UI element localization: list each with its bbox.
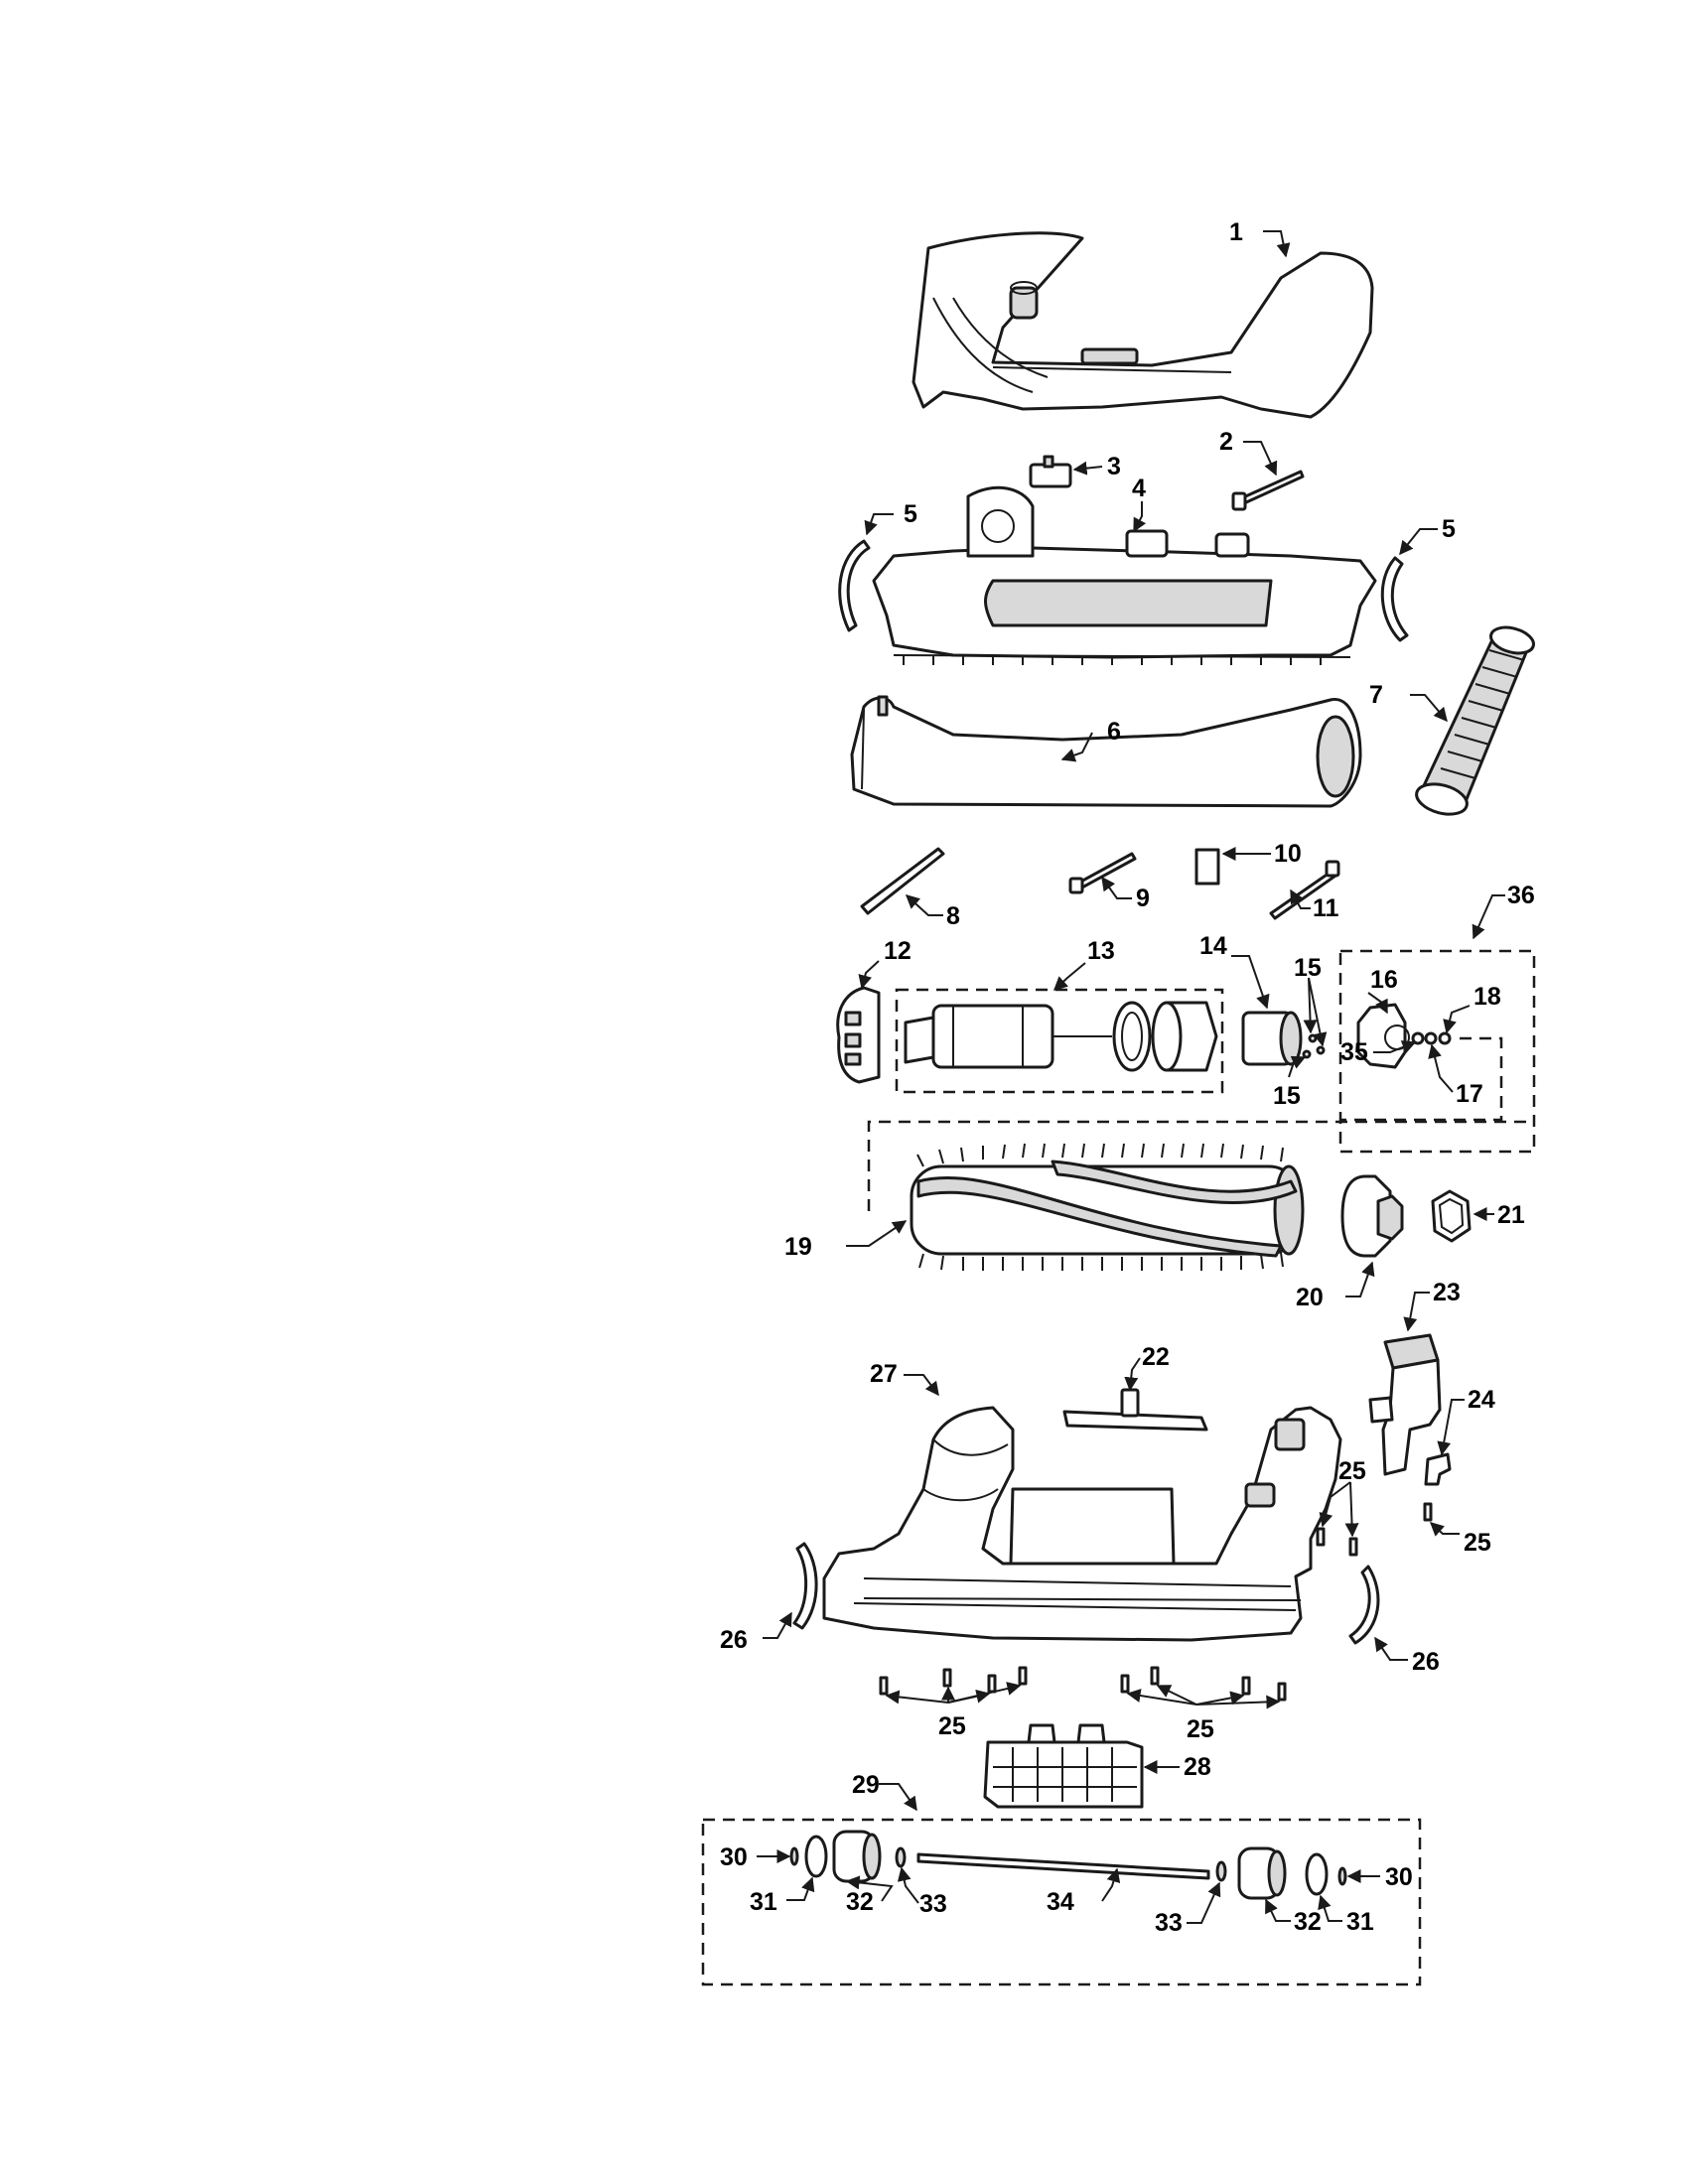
callout-28: 28 (1184, 1753, 1211, 1781)
part-3-switch (1029, 455, 1072, 488)
part-32-left-wheel (832, 1830, 882, 1883)
callout-22: 22 (1142, 1343, 1170, 1371)
callout-19: 19 (784, 1233, 812, 1261)
part-17-washer (1424, 1031, 1438, 1045)
part-5-left-clip (838, 539, 871, 632)
part-1-hood-cover (912, 231, 1374, 419)
part-22-bracket (1062, 1388, 1208, 1432)
part-19-brushroll (910, 1143, 1305, 1271)
callout-1: 1 (1229, 218, 1243, 246)
callout-13: 13 (1087, 937, 1115, 965)
callout-32-left: 32 (846, 1888, 874, 1916)
callout-11: 11 (1313, 894, 1339, 922)
callout-32-right: 32 (1294, 1908, 1322, 1936)
callout-24: 24 (1468, 1386, 1495, 1414)
part-7-hose (1415, 625, 1535, 816)
callout-25-right: 25 (1187, 1715, 1214, 1743)
callout-labels: 1 2 3 4 5 5 6 7 8 9 10 11 12 13 14 15 15… (720, 218, 1535, 1937)
callout-25-side: 25 (1338, 1457, 1366, 1485)
callout-2: 2 (1219, 428, 1233, 456)
part-21-hex-nut (1431, 1189, 1472, 1243)
part-13-motor (904, 1001, 1218, 1072)
callout-29: 29 (852, 1771, 880, 1799)
callout-5-right: 5 (1442, 515, 1456, 543)
part-23-pedal (1368, 1333, 1442, 1476)
part-31-right-washer (1305, 1852, 1329, 1896)
part-31-left-washer (804, 1835, 828, 1878)
part-30-left-ring (789, 1846, 799, 1866)
part-10-label (1194, 848, 1220, 886)
callout-25-pedal: 25 (1464, 1529, 1491, 1557)
callout-21: 21 (1497, 1201, 1525, 1229)
callout-15-bottom: 15 (1273, 1082, 1301, 1110)
callout-6: 6 (1107, 718, 1121, 746)
callout-16: 16 (1370, 966, 1398, 994)
callout-20: 20 (1296, 1284, 1324, 1311)
callout-30-left: 30 (720, 1843, 748, 1871)
callout-36: 36 (1507, 882, 1535, 909)
part-32-right-wheel (1237, 1846, 1287, 1900)
callout-33-left: 33 (919, 1890, 947, 1918)
callout-5-left: 5 (904, 500, 917, 528)
part-33-right-clip (1215, 1860, 1227, 1882)
callout-15-top: 15 (1294, 954, 1322, 982)
callout-27: 27 (870, 1360, 898, 1388)
group-36-inner-outline (1340, 1036, 1503, 1122)
part-4-upper-housing (872, 485, 1377, 665)
part-6-bumper (850, 695, 1362, 808)
callout-26-left: 26 (720, 1626, 748, 1654)
callout-14: 14 (1199, 932, 1227, 960)
part-33-left-clip (895, 1846, 907, 1868)
part-27-base-housing (822, 1406, 1342, 1642)
callout-12: 12 (884, 937, 912, 965)
part-24-clip (1424, 1452, 1452, 1486)
part-25-screws (879, 1502, 1433, 1702)
leader-lines (757, 230, 1505, 1924)
part-2-pin (1231, 470, 1305, 511)
callout-7: 7 (1369, 681, 1383, 709)
callout-26-right: 26 (1412, 1648, 1440, 1676)
callout-23: 23 (1433, 1279, 1461, 1306)
callout-33-right: 33 (1155, 1909, 1183, 1937)
part-30-right-ring (1337, 1866, 1347, 1886)
callout-3: 3 (1107, 453, 1121, 480)
part-20-end-bearing (1340, 1174, 1404, 1258)
part-34-axle (916, 1852, 1210, 1880)
callout-9: 9 (1136, 885, 1150, 912)
part-14-bearing-housing (1241, 1011, 1303, 1066)
part-28-grille (983, 1723, 1144, 1809)
part-18-nut (1438, 1031, 1452, 1045)
callout-25-left: 25 (938, 1712, 966, 1740)
callout-31-right: 31 (1346, 1908, 1374, 1936)
part-5-right-clip (1380, 556, 1409, 642)
callout-35: 35 (1340, 1038, 1368, 1066)
part-8-rod (860, 847, 945, 915)
callout-31-left: 31 (750, 1888, 777, 1916)
callout-4: 4 (1132, 475, 1146, 502)
group-36-outline (1338, 949, 1536, 1154)
part-12-end-cap (836, 986, 881, 1084)
callout-10: 10 (1274, 840, 1302, 868)
callout-30-right: 30 (1385, 1863, 1413, 1891)
callout-34: 34 (1047, 1888, 1074, 1916)
group-19-outline (867, 1120, 1529, 1211)
part-11-pin (1269, 860, 1340, 920)
group-29-outline (701, 1818, 1422, 1986)
callout-8: 8 (946, 902, 960, 930)
part-9-pin (1068, 852, 1137, 894)
part-15-screws (1302, 1033, 1326, 1059)
part-26-right-clip (1348, 1565, 1380, 1645)
callout-18: 18 (1474, 983, 1501, 1011)
part-26-left-clip (792, 1542, 818, 1630)
callout-17: 17 (1456, 1080, 1483, 1108)
